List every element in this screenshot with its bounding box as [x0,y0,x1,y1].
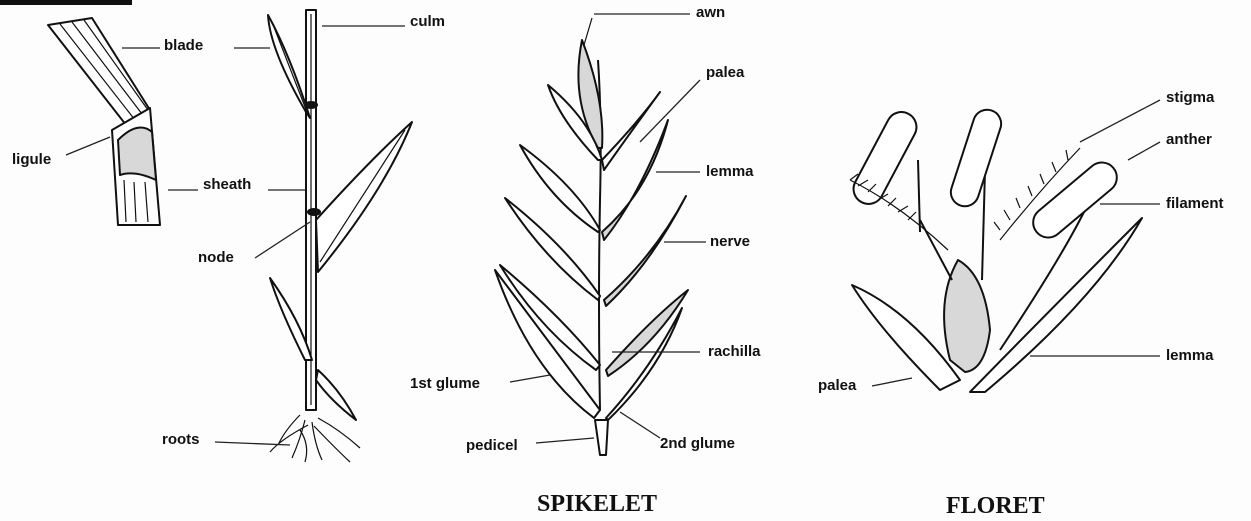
floret-drawing [848,106,1142,392]
label-lemma-floret: lemma [1166,348,1214,363]
ligule-detail-drawing [48,18,160,225]
label-filament: filament [1166,196,1224,211]
label-roots: roots [162,432,200,447]
label-first-glume: 1st glume [410,376,480,391]
label-culm: culm [410,14,445,29]
spikelet-drawing [495,18,688,455]
label-blade: blade [164,38,203,53]
label-second-glume: 2nd glume [660,436,735,451]
label-anther: anther [1166,132,1212,147]
label-lemma-spikelet: lemma [706,164,754,179]
label-rachilla: rachilla [708,344,761,359]
title-spikelet: SPIKELET [537,492,657,516]
label-stigma: stigma [1166,90,1214,105]
label-pedicel: pedicel [466,438,518,453]
label-nerve: nerve [710,234,750,249]
label-palea-floret: palea [818,378,856,393]
label-palea-spikelet: palea [706,65,744,80]
label-ligule: ligule [12,152,51,167]
corner-bar [0,0,132,5]
label-sheath: sheath [203,177,251,192]
label-awn: awn [696,5,725,20]
title-floret: FLORET [946,494,1045,518]
label-node: node [198,250,234,265]
